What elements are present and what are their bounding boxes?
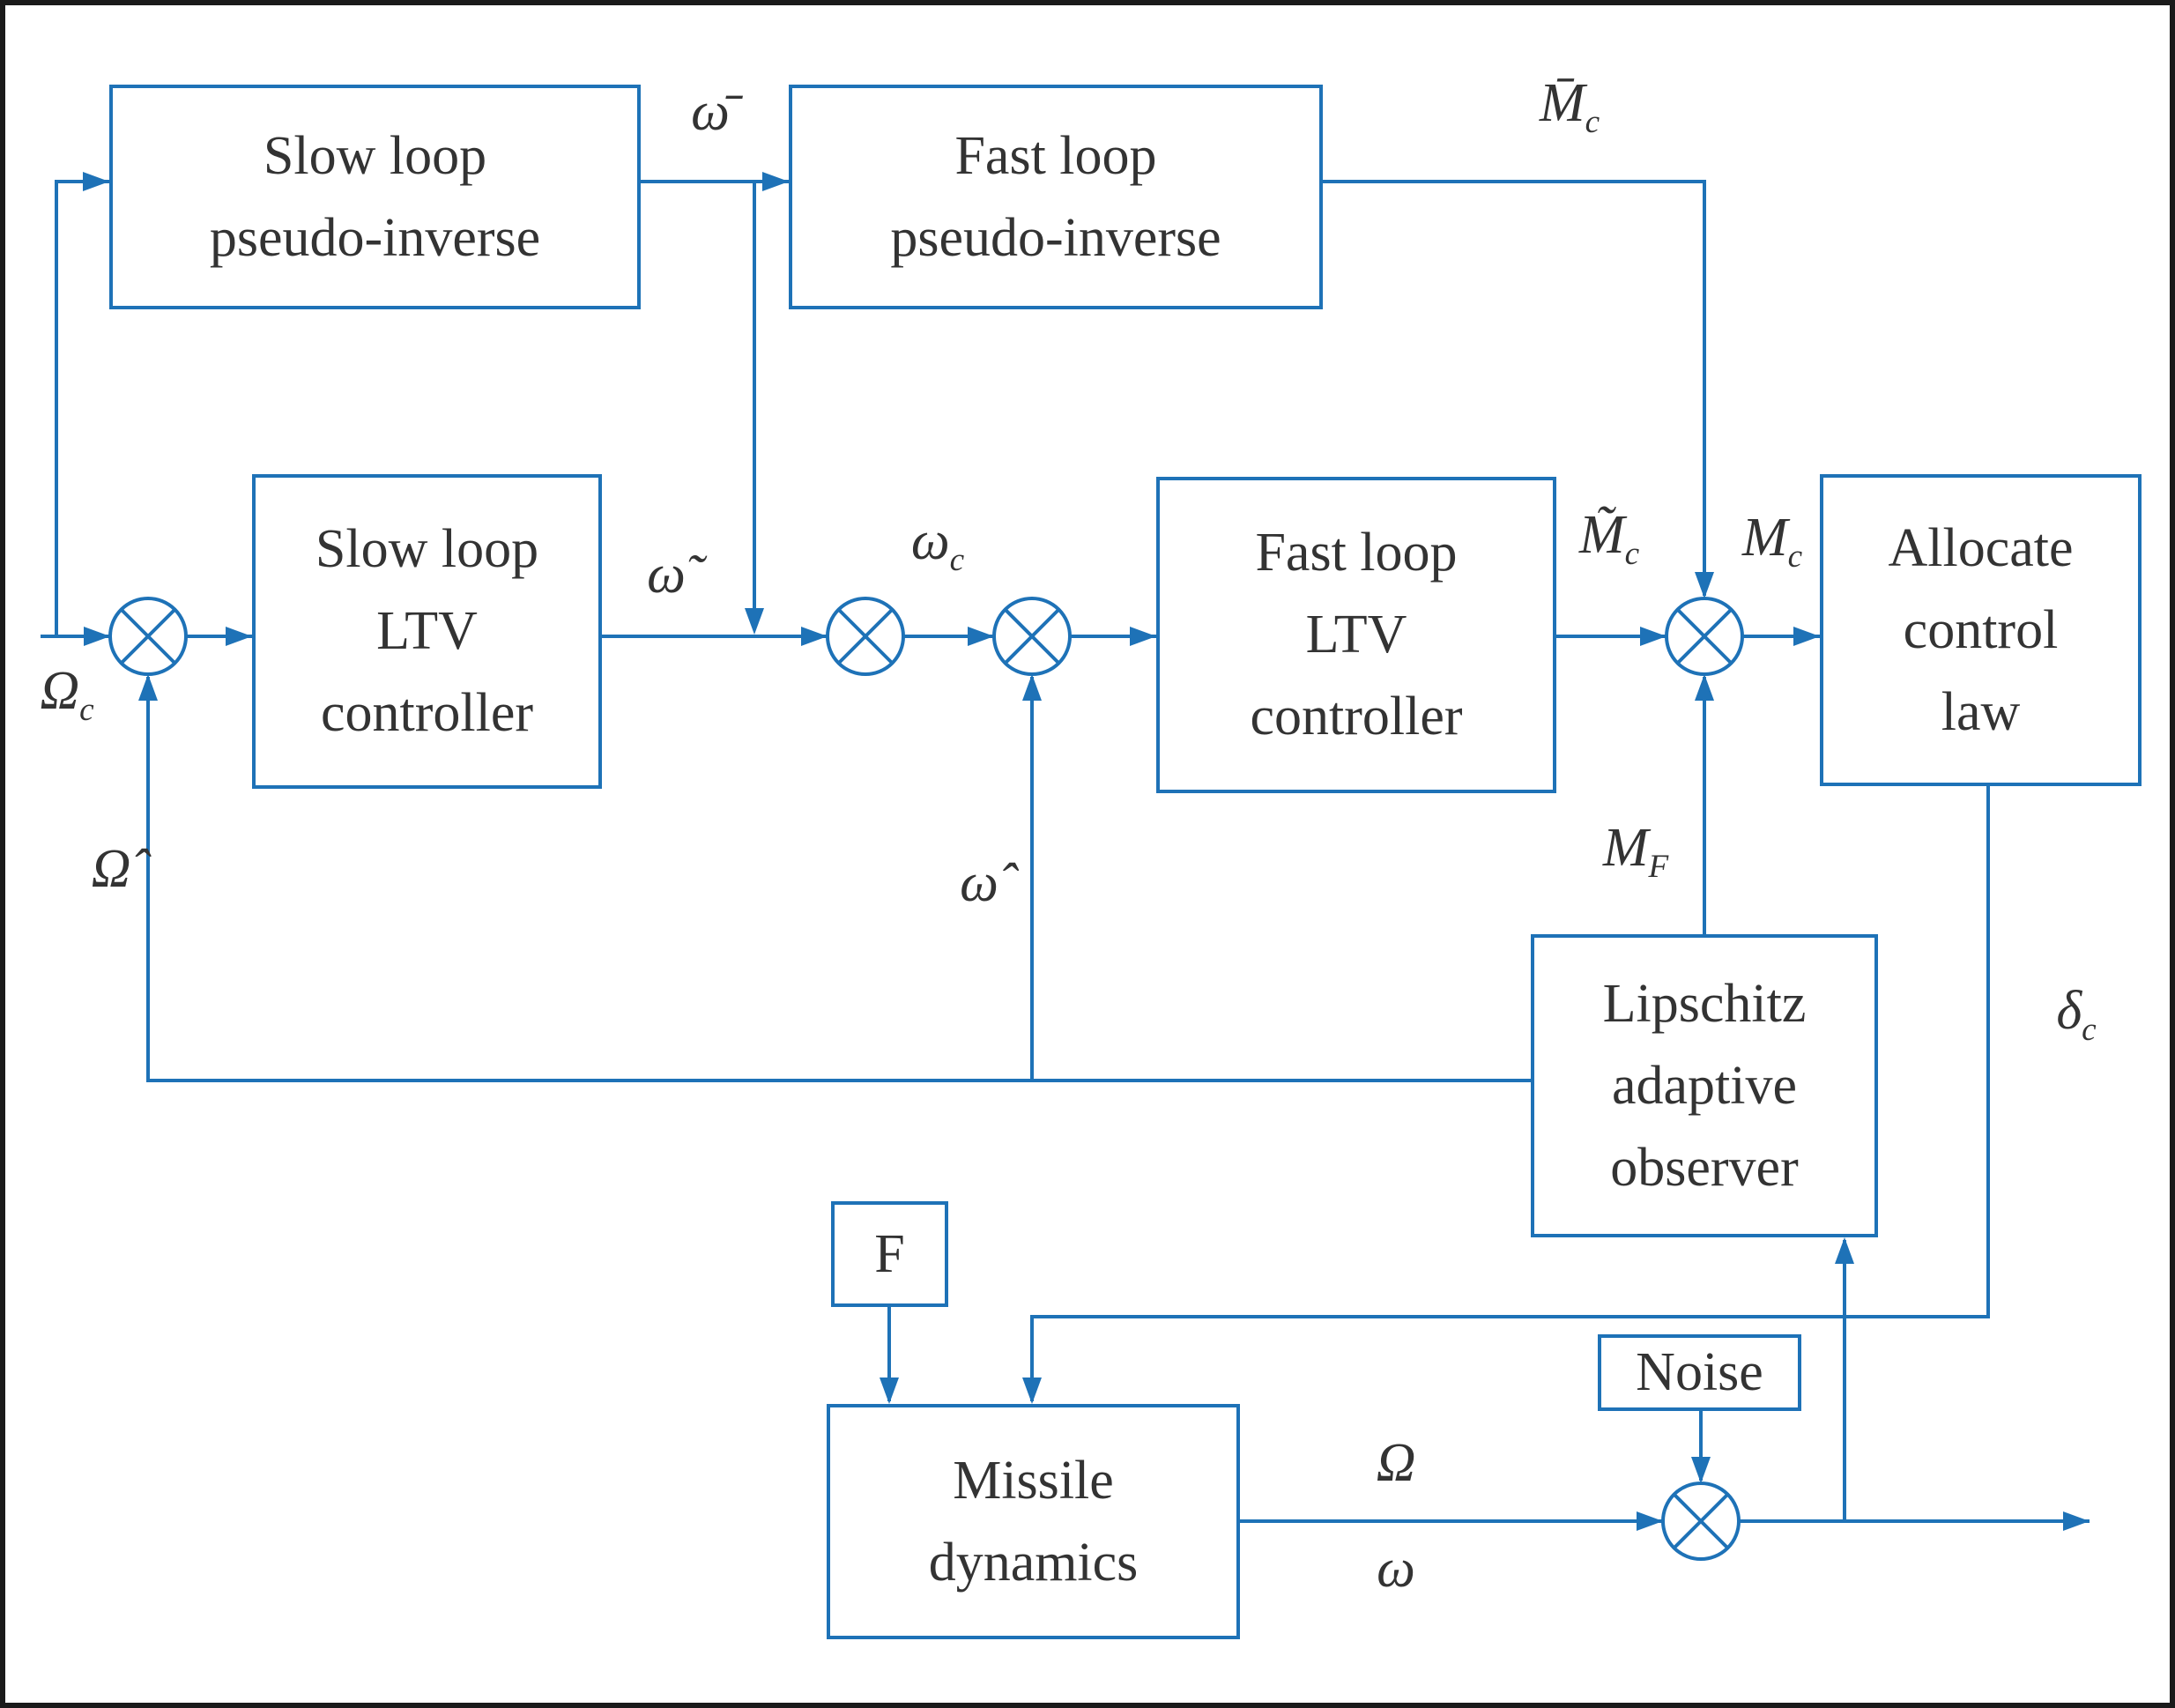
label-sub: c xyxy=(1624,536,1640,573)
label-mf: MF xyxy=(1603,817,1668,886)
connector-omega-bar-drop xyxy=(745,182,764,635)
label-omega-hat: ω̂ xyxy=(960,852,998,921)
label-sub: c xyxy=(1585,104,1600,141)
label-base: Ω̂ xyxy=(91,838,131,899)
connector-slow-pseudo-to-fast-pseudo xyxy=(641,172,789,191)
connector-sjleft-to-slow-ltv xyxy=(186,627,252,646)
label-omega-bar: ω̄ xyxy=(691,81,730,150)
connector-f-to-missile xyxy=(880,1307,899,1404)
label-omega-tilde: ω̃ xyxy=(647,544,686,613)
connector-omega-c-ref-input xyxy=(41,627,110,646)
box-label: Missile dynamics xyxy=(928,1450,1139,1593)
box-label: Fast loop LTV controller xyxy=(1250,523,1463,746)
label-delta-c: δc xyxy=(2056,980,2096,1049)
label-base: M̄ xyxy=(1539,72,1585,133)
connector-omega-hat-to-sj2 xyxy=(1022,674,1042,1080)
label-mc-bar: M̄c xyxy=(1540,72,1600,141)
label-base: ω̃ xyxy=(647,544,686,605)
label-omega-output: ω xyxy=(1377,1538,1415,1607)
connector-fast-ltv-to-sjright xyxy=(1556,627,1667,646)
label-sub: c xyxy=(2082,1012,2097,1049)
box-label: Noise xyxy=(1636,1342,1763,1403)
box-label: F xyxy=(874,1223,905,1284)
wiring-layer xyxy=(41,172,2090,1561)
label-base: ω̄ xyxy=(691,81,730,142)
box-fast-loop-ltv-controller: Fast loop LTV controller xyxy=(1156,477,1556,793)
connector-sj2-to-fast-ltv xyxy=(1070,627,1156,646)
connector-sj1-to-sj2 xyxy=(903,627,994,646)
connector-observer-estimates-feedback xyxy=(138,674,1531,1082)
box-slow-loop-ltv-controller: Slow loop LTV controller xyxy=(252,474,602,789)
label-base: ω xyxy=(910,510,950,571)
label-base: M xyxy=(1741,507,1788,568)
label-omega-c: ωc xyxy=(911,510,964,579)
sum-junction-omega-1 xyxy=(826,597,905,676)
label-base: Ω xyxy=(40,660,80,721)
connector-noise-to-sjbottom xyxy=(1691,1411,1711,1483)
box-slow-loop-pseudo-inverse: Slow loop pseudo-inverse xyxy=(109,85,641,309)
sum-junction-measurement xyxy=(1661,1482,1741,1561)
label-capital-omega-hat: Ω̂ xyxy=(92,838,131,907)
box-label: Slow loop LTV controller xyxy=(315,519,539,743)
label-sub: c xyxy=(79,692,94,729)
label-base: ω xyxy=(1377,1538,1415,1599)
box-allocate-control-law: Allocate control law xyxy=(1820,474,2142,786)
label-base: δ xyxy=(2056,980,2082,1041)
connector-missile-to-sjbottom xyxy=(1240,1511,1663,1531)
box-fast-loop-pseudo-inverse: Fast loop pseudo-inverse xyxy=(789,85,1323,309)
sum-junction-reference xyxy=(108,597,188,676)
connector-allocate-to-missile xyxy=(1022,786,1990,1404)
box-label: Lipschitz adaptive observer xyxy=(1602,973,1807,1198)
label-sub: F xyxy=(1648,849,1669,886)
sum-junction-moment xyxy=(1665,597,1744,676)
connector-mf-observer-to-sjright xyxy=(1695,674,1714,934)
sum-junction-omega-2 xyxy=(992,597,1072,676)
box-force-input-f: F xyxy=(831,1201,948,1307)
label-capital-omega-output: Ω xyxy=(1377,1432,1416,1501)
label-base: M xyxy=(1602,817,1649,878)
box-label: Fast loop pseudo-inverse xyxy=(890,125,1221,268)
connector-slow-ltv-to-sj1 xyxy=(602,627,828,646)
label-base: Ω xyxy=(1376,1432,1416,1493)
connector-fast-pseudo-to-sjright xyxy=(1323,180,1714,598)
box-noise: Noise xyxy=(1598,1334,1801,1411)
connector-sjright-to-allocate xyxy=(1742,627,1820,646)
box-missile-dynamics: Missile dynamics xyxy=(827,1404,1240,1639)
label-base: M̃ xyxy=(1578,504,1625,565)
box-label: Slow loop pseudo-inverse xyxy=(209,125,541,268)
box-lipschitz-adaptive-observer: Lipschitz adaptive observer xyxy=(1531,934,1878,1237)
label-mc-tilde: M̃c xyxy=(1579,504,1639,573)
box-label: Allocate control law xyxy=(1888,517,2074,742)
label-capital-omega-c: Ωc xyxy=(40,660,93,729)
label-sub: c xyxy=(949,542,965,579)
label-base: ω̂ xyxy=(960,852,998,913)
connector-feedback-to-observer xyxy=(1835,1237,1854,1521)
connector-ref-to-slow-pseudo xyxy=(55,172,109,636)
label-mc: Mc xyxy=(1742,507,1802,576)
connector-output xyxy=(1739,1511,2090,1531)
label-sub: c xyxy=(1787,538,1803,576)
